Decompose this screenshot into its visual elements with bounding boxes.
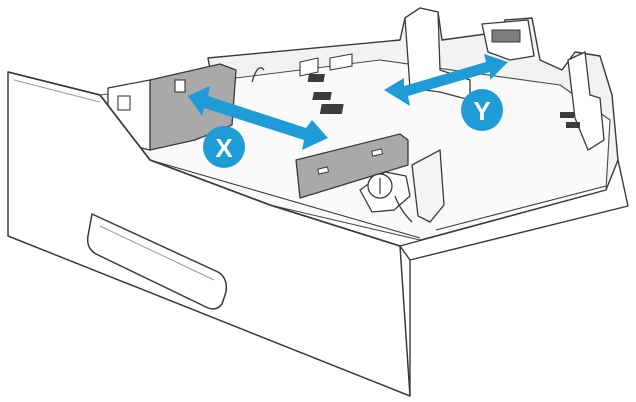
badge-y-label: Y (473, 96, 490, 126)
badge-y: Y (461, 89, 503, 131)
badge-x: X (203, 126, 245, 168)
double-arrow-y-icon (384, 54, 508, 106)
tray-handle-slot[interactable] (86, 213, 228, 310)
badge-x-label: X (215, 133, 233, 163)
double-arrow-x-icon (188, 86, 328, 150)
right-width-guide (295, 133, 445, 223)
tray-front-panel (7, 71, 629, 397)
